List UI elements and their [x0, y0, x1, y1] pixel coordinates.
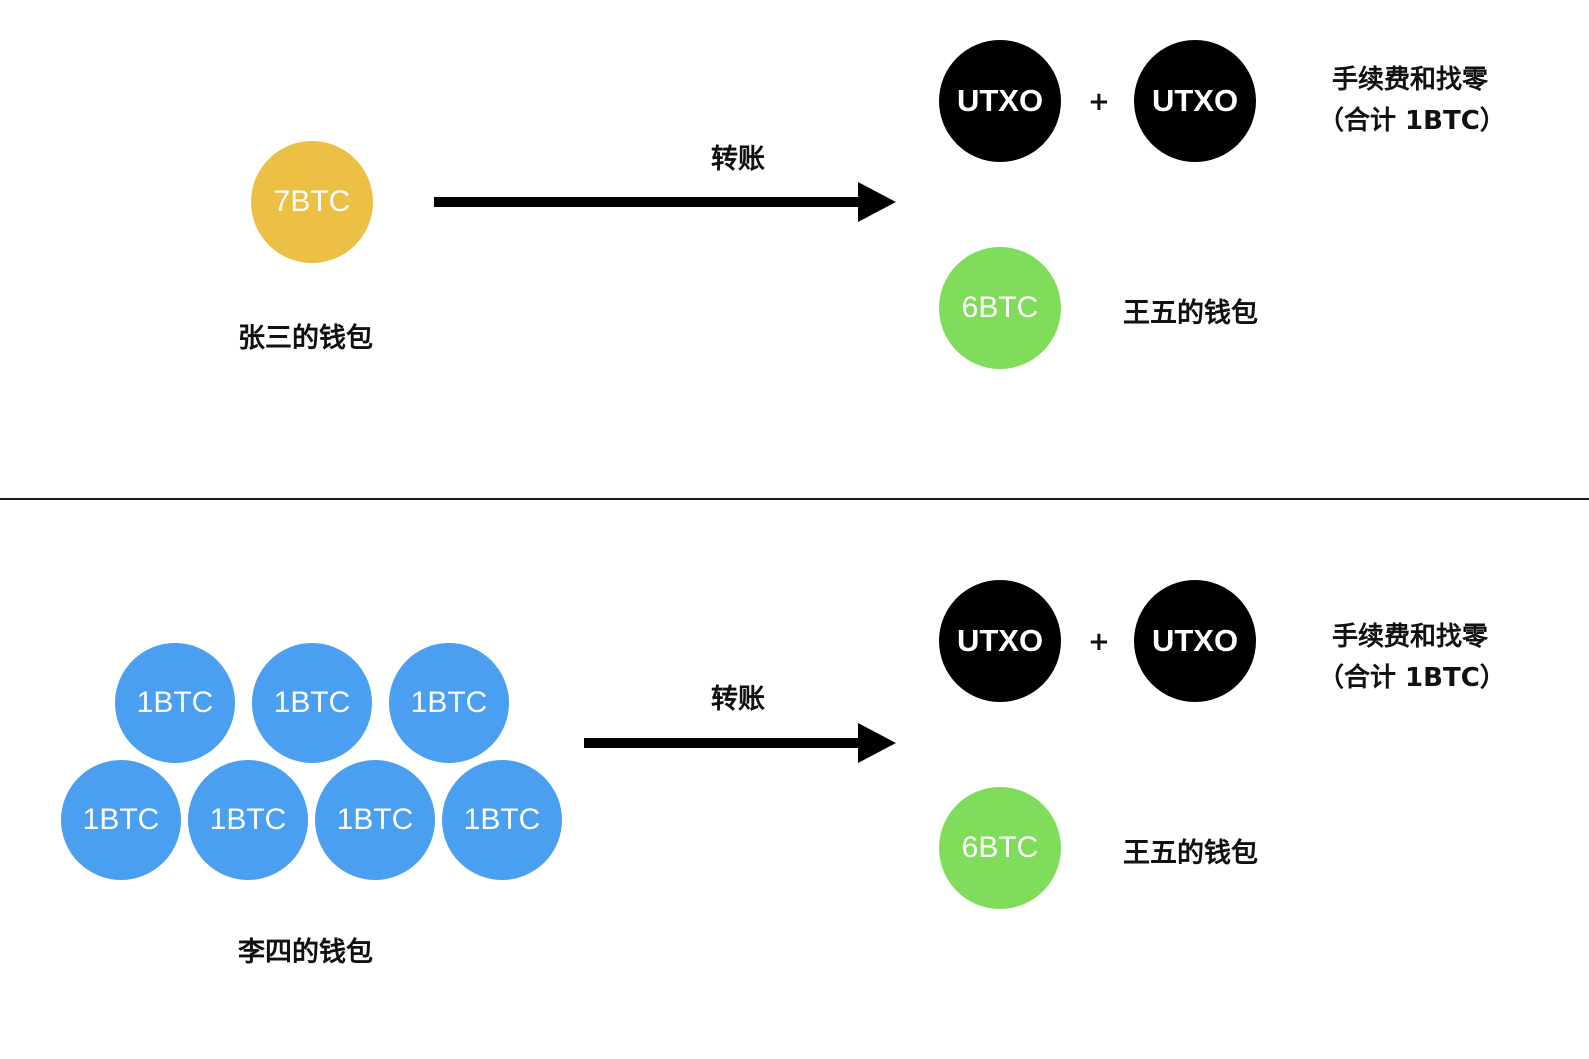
wangwu-wallet-label: 王五的钱包	[1123, 838, 1258, 869]
utxo-coin-1: UTXO	[939, 580, 1061, 702]
section-divider	[0, 498, 1589, 500]
fee-total-note: （合计 1BTC）	[1318, 106, 1506, 136]
wangwu-coin-6btc: 6BTC	[939, 247, 1061, 369]
wangwu-coin-6btc: 6BTC	[939, 787, 1061, 909]
transfer-label: 转账	[711, 144, 765, 175]
zhangsan-coin-7btc: 7BTC	[251, 141, 373, 263]
top-transaction-panel: 7BTC 张三的钱包 转账 UTXO + UTXO 手续费和找零 （合计 1BT…	[0, 0, 1589, 500]
zhangsan-wallet-label: 张三的钱包	[238, 323, 373, 354]
fee-and-change-title: 手续费和找零	[1332, 65, 1489, 95]
bottom-transaction-panel: 1BTC 1BTC 1BTC 1BTC 1BTC 1BTC 1BTC 李四的钱包…	[0, 540, 1589, 1040]
lisi-coin-1: 1BTC	[112, 640, 238, 766]
transfer-arrow-icon	[434, 182, 896, 222]
utxo-coin-1: UTXO	[939, 40, 1061, 162]
lisi-coin-6: 1BTC	[312, 757, 438, 883]
plus-sign: +	[1088, 87, 1110, 117]
utxo-coin-2: UTXO	[1134, 40, 1256, 162]
transfer-arrow-icon	[584, 723, 896, 763]
plus-sign: +	[1088, 627, 1110, 657]
wangwu-wallet-label: 王五的钱包	[1123, 298, 1258, 329]
fee-total-note: （合计 1BTC）	[1318, 663, 1506, 693]
lisi-coin-7: 1BTC	[439, 757, 565, 883]
lisi-coin-5: 1BTC	[185, 757, 311, 883]
lisi-coin-2: 1BTC	[249, 640, 375, 766]
transfer-label: 转账	[711, 684, 765, 715]
lisi-coin-4: 1BTC	[58, 757, 184, 883]
utxo-coin-2: UTXO	[1134, 580, 1256, 702]
lisi-coin-3: 1BTC	[386, 640, 512, 766]
lisi-wallet-label: 李四的钱包	[238, 937, 373, 968]
fee-and-change-title: 手续费和找零	[1332, 622, 1489, 652]
